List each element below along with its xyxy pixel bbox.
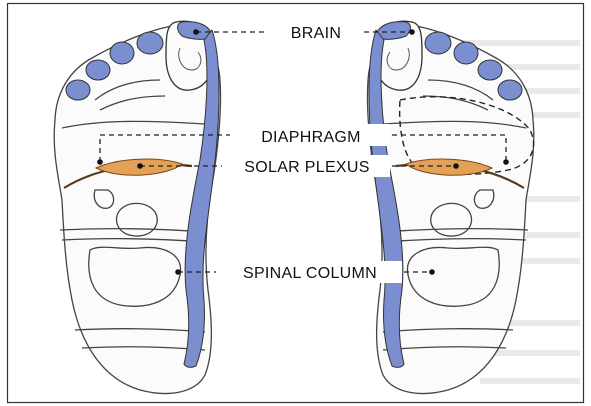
brain-dot-left: [193, 29, 199, 35]
spinal-dot-left: [175, 269, 181, 275]
right-toe-5: [498, 80, 522, 100]
diaphragm-dot-right: [503, 159, 509, 165]
left-toe-2: [137, 32, 163, 54]
label-solar-plexus: SOLAR PLEXUS: [244, 159, 369, 176]
label-spinal-column: SPINAL COLUMN: [243, 265, 377, 282]
left-toe-5: [66, 80, 90, 100]
left-toe-3: [110, 42, 134, 64]
label-brain: BRAIN: [291, 25, 341, 42]
right-toe-3: [454, 42, 478, 64]
solar-plexus-dot-left: [137, 163, 143, 169]
left-toe-4: [86, 60, 110, 80]
solar-plexus-dot-right: [453, 163, 459, 169]
diaphragm-dot-left: [97, 159, 103, 165]
label-diaphragm: DIAPHRAGM: [261, 129, 361, 146]
right-toe-4: [478, 60, 502, 80]
spinal-dot-right: [429, 269, 435, 275]
right-toe-2: [425, 32, 451, 54]
brain-dot-right: [409, 29, 415, 35]
